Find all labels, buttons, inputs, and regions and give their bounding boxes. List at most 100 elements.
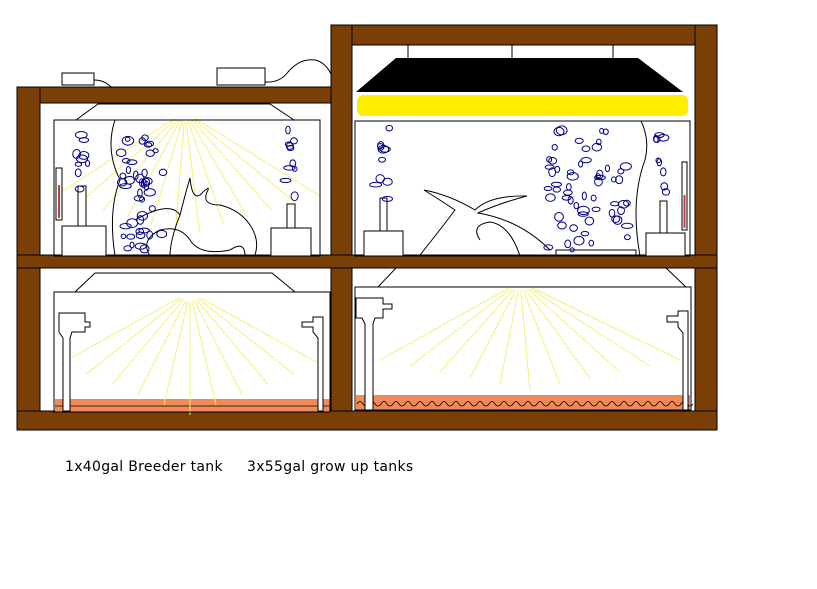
left-top-shelf: [16, 86, 353, 104]
bubble: [610, 176, 617, 183]
air-pump-icon: [61, 72, 113, 89]
bubble: [382, 177, 393, 186]
light-ray: [189, 120, 249, 218]
bubble: [551, 143, 558, 151]
light-ray: [200, 297, 321, 365]
bubble: [124, 175, 135, 185]
center-post: [330, 24, 353, 431]
bubble: [654, 132, 665, 138]
bubble: [121, 158, 131, 164]
bubble: [577, 205, 590, 216]
bubble: [554, 211, 564, 222]
bubble: [126, 233, 136, 240]
bubble: [588, 239, 595, 247]
light-ray: [379, 287, 510, 361]
bubble: [561, 195, 572, 201]
bubble: [279, 177, 292, 184]
bubble: [148, 205, 156, 212]
light-ray: [195, 118, 321, 197]
bubble: [604, 164, 611, 173]
bubble: [133, 195, 145, 202]
bubble: [574, 137, 584, 144]
bubble: [121, 135, 135, 146]
light-ray: [520, 290, 531, 391]
bubble: [376, 143, 384, 149]
right-outer-post: [694, 24, 718, 431]
light-ray: [469, 289, 517, 379]
bubble: [138, 137, 146, 145]
bubble: [548, 156, 558, 165]
bubble: [557, 221, 567, 230]
light-ray: [532, 287, 681, 361]
bubble: [577, 211, 589, 217]
bubble: [134, 242, 147, 250]
bubble: [602, 128, 609, 136]
bubble: [543, 185, 553, 191]
bubble: [661, 188, 671, 196]
bubble: [584, 216, 595, 226]
sponge-filter-icon: [61, 185, 107, 257]
bubble: [74, 185, 85, 193]
breeder-tank: [53, 103, 321, 257]
bubble: [145, 149, 155, 157]
light-ray: [527, 288, 621, 373]
bubble: [381, 195, 393, 202]
light-ray: [195, 299, 269, 385]
light-ray: [499, 290, 519, 385]
bottom-shelf: [16, 410, 718, 431]
bubble: [135, 173, 145, 184]
grow-tank-lower-right: [354, 267, 694, 411]
background-rock: [110, 119, 121, 257]
driftwood-icon: [419, 189, 551, 257]
light-ray: [409, 288, 512, 367]
light-ray: [174, 121, 185, 232]
tank-glass: [354, 120, 691, 257]
bubble: [619, 162, 632, 171]
bubble: [152, 148, 159, 154]
bubble: [591, 142, 603, 152]
tank-hood: [75, 103, 295, 121]
bubble: [623, 234, 631, 241]
bubble: [553, 126, 565, 137]
light-ray: [198, 298, 295, 375]
tank-glass: [354, 286, 692, 411]
hang-on-back-filter-icon: [301, 316, 324, 412]
grow-tank-upper: [354, 45, 691, 257]
light-ray: [191, 119, 273, 211]
bubble: [141, 177, 153, 186]
bubble: [595, 138, 602, 146]
light-ray: [54, 118, 175, 197]
bubble: [135, 227, 145, 236]
light-ray: [439, 288, 514, 373]
bubble: [120, 233, 127, 239]
bubble: [581, 191, 587, 201]
tank-glass: [53, 291, 331, 413]
bubble: [129, 241, 135, 249]
bubble: [653, 134, 659, 143]
bubble: [74, 161, 83, 167]
bubble: [137, 188, 143, 198]
bubble: [580, 157, 592, 164]
bubble: [286, 145, 295, 152]
bubble: [369, 181, 383, 188]
bubble: [573, 235, 585, 246]
light-fixture: [356, 58, 683, 92]
bubble: [620, 222, 634, 229]
gravel: [55, 399, 330, 412]
upper-right-top-board: [330, 24, 718, 46]
caption-breeder-tank: 1x40gal Breeder tank: [65, 459, 223, 475]
bubble: [657, 133, 670, 142]
hang-on-back-filter-icon: [58, 312, 91, 412]
light-ray: [193, 118, 297, 204]
bubble: [139, 244, 150, 254]
bubble: [545, 193, 556, 202]
light-ray: [163, 300, 189, 405]
bubble: [594, 174, 606, 181]
wooden-rack: [16, 24, 718, 431]
hang-on-back-filter-icon: [666, 310, 689, 411]
bubble: [126, 159, 138, 166]
light-ray: [185, 121, 201, 232]
bubble: [550, 181, 562, 188]
bubble: [290, 191, 299, 202]
light-ray: [111, 299, 185, 385]
